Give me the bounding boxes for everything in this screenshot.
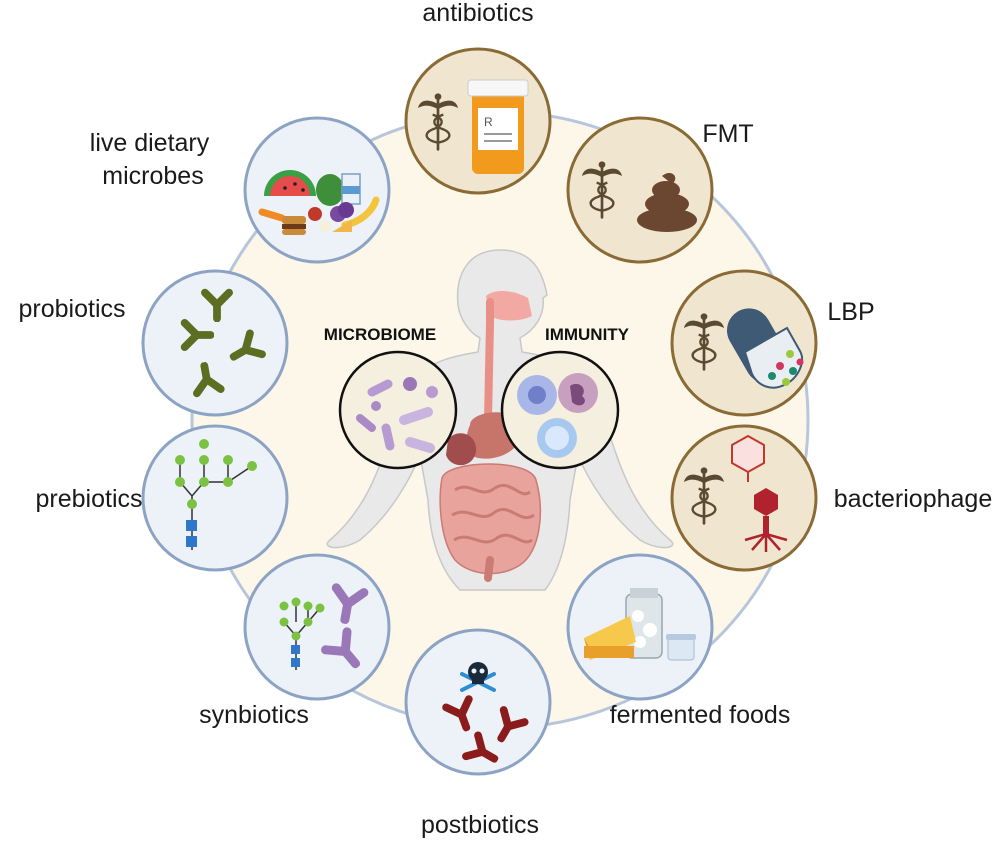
immunity-bubble [500,350,620,470]
microbiome-label: MICROBIOME [324,325,436,344]
node-label-line-1: live dietary [90,129,210,157]
node-antibiotics: R antibiotics [404,0,552,195]
node-prebiotics: prebiotics [36,424,289,572]
node-label: synbiotics [199,701,309,729]
oligosaccharide-icon [175,439,257,550]
node-label: prebiotics [36,485,143,513]
node-label: fermented foods [610,701,791,729]
bacteriophage-icon [731,434,788,552]
fermented-foods-icon [584,588,696,661]
node-fmt: FMT [566,116,754,264]
immune-cells-icon [517,373,598,458]
microbiome-bubble [338,350,458,470]
node-probiotics: probiotics [19,269,289,417]
node-synbiotics: synbiotics [199,553,391,729]
skull-icon [460,662,496,692]
node-label: FMT [702,120,753,148]
node-label: antibiotics [422,0,533,27]
human-body-figure [326,249,674,591]
node-postbiotics: postbiotics [404,628,552,839]
svg-text:R: R [484,115,493,129]
node-live-dietary-microbes: live dietary microbes [90,116,391,264]
oligosaccharide-icon [279,597,325,670]
fruits-vegetables-icon [258,170,380,235]
pill-bottle-icon: R [467,79,529,174]
node-fermented-foods: fermented foods [566,553,791,729]
node-lbp: LBP [670,269,875,417]
capsule-icon [727,308,804,389]
immunity-label: IMMUNITY [545,325,630,344]
stool-icon [637,173,697,232]
node-label-line-2: microbes [102,162,203,190]
node-label: probiotics [19,295,126,323]
node-label: LBP [827,298,874,326]
node-bacteriophage: bacteriophage [670,424,992,572]
node-label-multiline: live dietary microbes [90,129,216,190]
node-label: bacteriophage [834,485,992,513]
microbiome-microbes-icon [356,377,438,453]
node-label: postbiotics [421,811,539,839]
